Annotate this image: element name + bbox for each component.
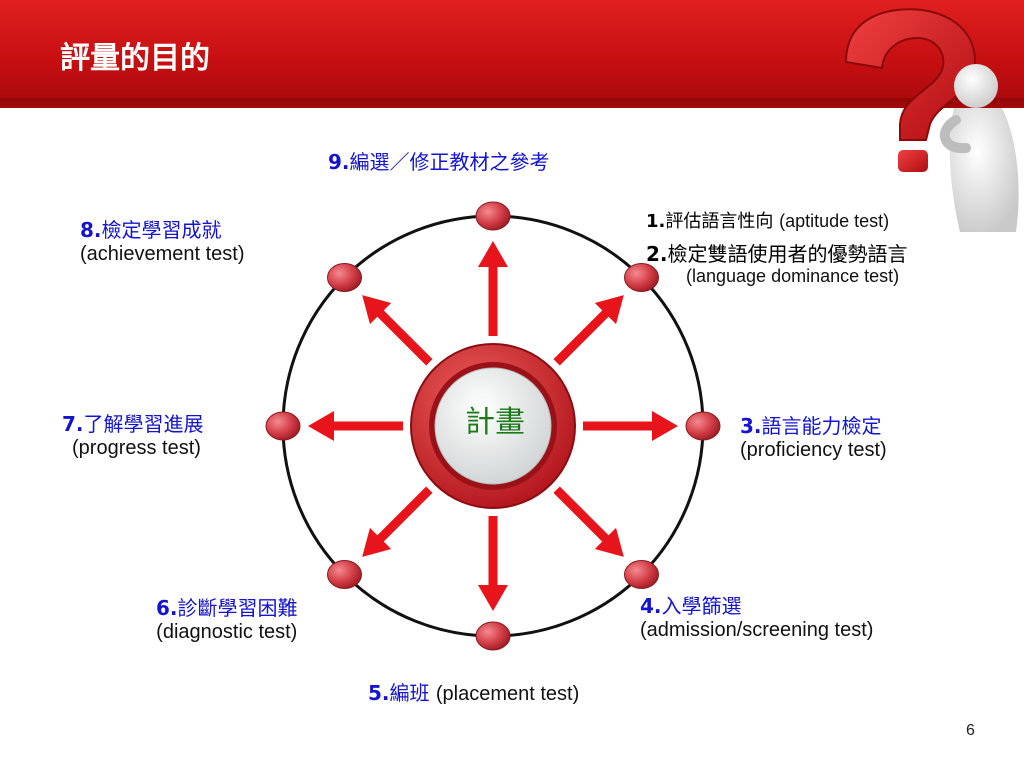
purpose-7-en: (progress test) (72, 437, 201, 460)
purpose-7-label: 7.了解學習進展 (progress test) (62, 412, 204, 461)
node-left (265, 411, 301, 441)
purpose-1-zh: 評估語言性向 (665, 211, 774, 232)
purpose-8-en: (achievement test) (80, 243, 245, 266)
purpose-3-en: (proficiency test) (740, 439, 887, 462)
arrow-shaft-top-right (553, 306, 613, 366)
purpose-4-en: (admission/screening test) (640, 619, 874, 642)
arrow-shaft-top-left (373, 306, 433, 366)
purpose-5-label: 5.編班 (placement test) (368, 681, 579, 706)
purpose-4-label: 4.入學篩選 (admission/screening test) (640, 594, 873, 643)
arrow-head-right (652, 411, 678, 441)
slide-title: 評量的目的 (60, 41, 210, 76)
node-top-left (327, 263, 363, 293)
purpose-6-zh: 診斷學習困難 (177, 596, 298, 620)
arrow-head-bottom-left (362, 527, 392, 557)
purpose-1-en: (aptitude test) (779, 211, 890, 231)
node-top-right (623, 263, 659, 293)
arrow-head-top-right (594, 295, 624, 325)
purpose-8-zh: 檢定學習成就 (101, 218, 222, 242)
node-bottom-right (623, 559, 659, 589)
purpose-2-zh: 檢定雙語使用者的優勢語言 (667, 242, 908, 266)
purpose-4-number: 4. (640, 594, 662, 618)
purpose-5-en: (placement test) (435, 683, 580, 705)
purpose-6-en: (diagnostic test) (156, 621, 298, 644)
node-bottom (475, 621, 511, 651)
purpose-2-number: 2. (646, 242, 668, 266)
hub-face (434, 367, 552, 485)
purpose-4-zh: 入學篩選 (661, 594, 742, 618)
purpose-8-label: 8.檢定學習成就 (achievement test) (80, 218, 245, 267)
purpose-5-zh: 編班 (389, 681, 430, 705)
page-number: 6 (966, 722, 975, 739)
node-bottom-left (327, 559, 363, 589)
purpose-8-number: 8. (80, 218, 102, 242)
center-label: 計畫 (465, 405, 525, 440)
arrow-head-bottom-right (594, 527, 624, 557)
arrow-head-top-left (362, 295, 392, 325)
arrow-shaft-bottom-right (553, 486, 613, 546)
purpose-3-zh: 語言能力檢定 (761, 414, 882, 438)
purpose-1-number: 1. (646, 211, 666, 232)
arrow-shaft-bottom-left (373, 486, 433, 546)
purpose-9-label: 9.編選／修正教材之參考 (328, 150, 550, 174)
purpose-7-number: 7. (62, 412, 84, 436)
arrow-head-top (478, 241, 508, 267)
question-mark-figure-image (844, 8, 1019, 232)
purpose-3-number: 3. (740, 414, 762, 438)
purpose-5-number: 5. (368, 681, 390, 705)
arrow-head-left (308, 411, 334, 441)
purpose-6-label: 6.診斷學習困難 (diagnostic test) (156, 596, 298, 645)
purpose-6-number: 6. (156, 596, 178, 620)
purpose-3-label: 3.語言能力檢定 (proficiency test) (740, 414, 887, 463)
arrow-head-bottom (478, 585, 508, 611)
purpose-1-label: 1.評估語言性向 (aptitude test) (646, 211, 889, 233)
node-top (475, 201, 511, 231)
purpose-9-zh: 編選／修正教材之參考 (349, 150, 550, 174)
purpose-7-zh: 了解學習進展 (83, 412, 204, 436)
purpose-9-number: 9. (328, 150, 350, 174)
node-right (685, 411, 721, 441)
purpose-2-en: (language dominance test) (686, 266, 900, 287)
purpose-2-label: 2.檢定雙語使用者的優勢語言 (language dominance test) (646, 242, 908, 288)
